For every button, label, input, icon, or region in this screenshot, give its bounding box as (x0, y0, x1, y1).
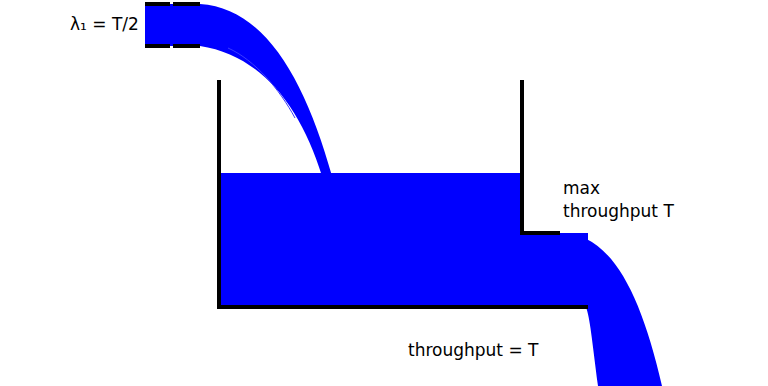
bucket-bottom (217, 305, 588, 309)
water (220, 173, 522, 307)
spout-ledge (520, 231, 560, 235)
pipe-edge (173, 44, 200, 48)
bucket-wall (217, 80, 221, 309)
text-label: throughput = T (408, 339, 538, 362)
outflow-stream (560, 233, 662, 386)
pipe-edge (145, 44, 170, 48)
text-label: max throughput T (563, 177, 693, 223)
pipe-edge (173, 2, 200, 6)
text-label: λ₁ = T/2 (70, 13, 139, 36)
inflow-pipe (145, 4, 200, 46)
pipe-edge (145, 2, 170, 6)
stream-highlight (228, 48, 295, 118)
bucket-wall (520, 80, 524, 235)
